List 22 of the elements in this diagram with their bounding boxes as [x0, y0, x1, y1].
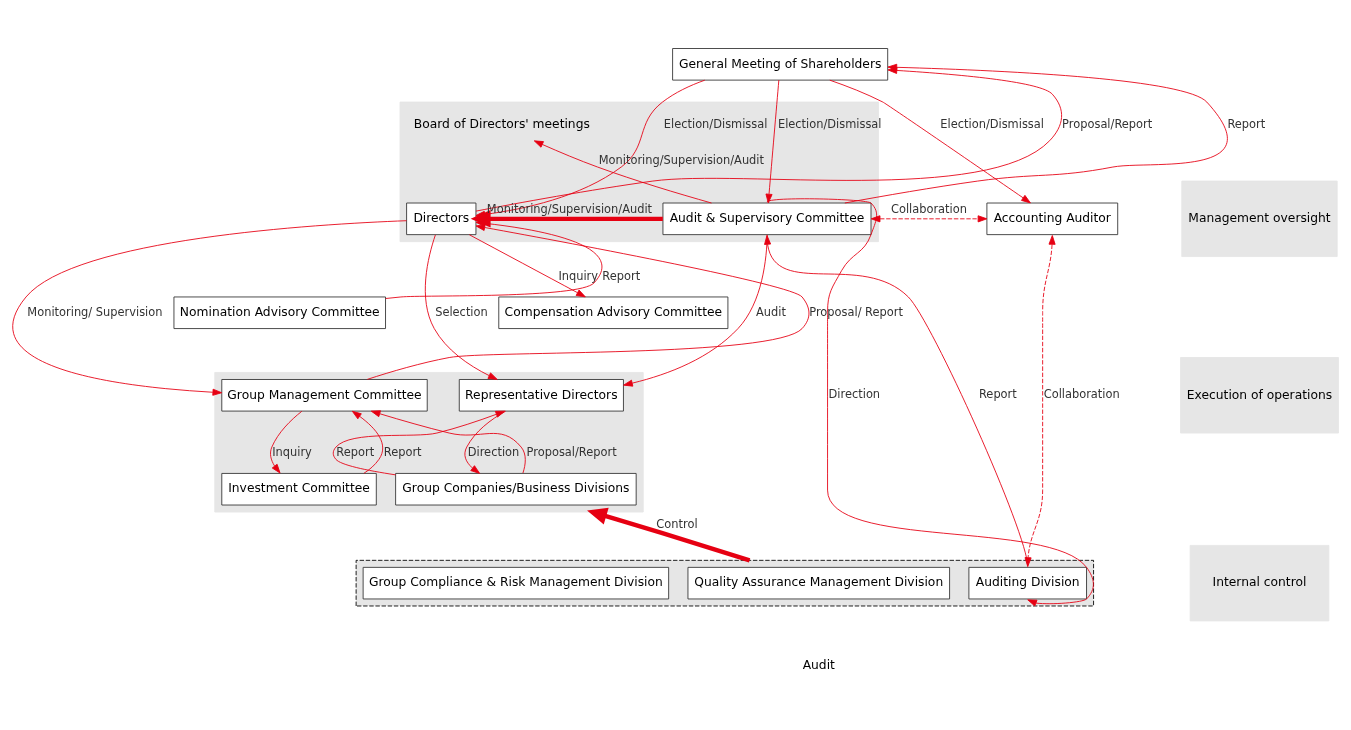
edge-label: Direction: [467, 445, 520, 460]
edge-label: Proposal/Report: [526, 445, 617, 460]
edge-label: Inquiry: [272, 445, 312, 460]
edge-label: Report: [336, 445, 375, 460]
edge-label: Inquiry: [558, 268, 599, 283]
edge-label: Audit: [755, 304, 786, 319]
edge-label: Selection: [435, 304, 488, 319]
label: Audit: [802, 657, 835, 672]
edge-label: Report: [978, 387, 1017, 402]
edge-label: Report: [383, 445, 422, 460]
edge-label: Collaboration: [1043, 387, 1120, 402]
edge-label: Control: [656, 517, 698, 532]
edge-label: Direction: [828, 387, 881, 402]
edge-label: Election/Dismissal: [777, 116, 882, 131]
edge-label: Collaboration: [890, 202, 967, 217]
edge-label: Report: [602, 268, 641, 283]
edge-label: Proposal/Report: [1062, 116, 1153, 131]
edge-label: Election/Dismissal: [663, 116, 768, 131]
node-text: Board of Directors' meetings: [413, 117, 590, 132]
edge-label: Monitoring/ Supervision: [27, 304, 163, 319]
edge-label: Report: [1227, 116, 1266, 131]
edge-label: Election/Dismissal: [940, 116, 1044, 131]
